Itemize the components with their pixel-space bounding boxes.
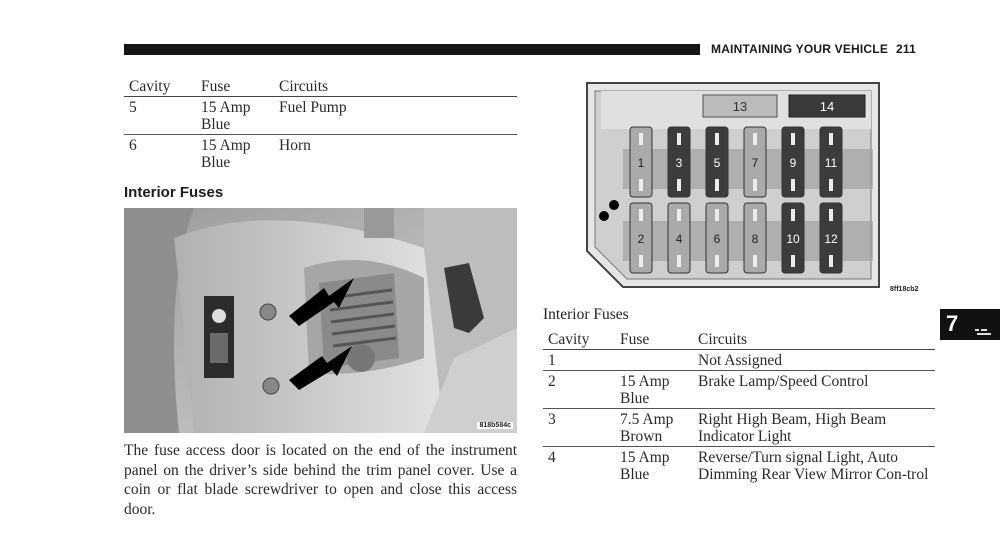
cell-circuits: Right High Beam, High Beam Indicator Lig… xyxy=(698,408,935,447)
section-title: MAINTAINING YOUR VEHICLE xyxy=(711,42,889,56)
cell-cavity: 1 xyxy=(543,349,620,371)
col-circuits: Circuits xyxy=(698,331,935,350)
fuse-label: 12 xyxy=(824,232,838,246)
cell-fuse xyxy=(620,349,698,371)
fuse-label: 6 xyxy=(714,232,721,246)
fuse-label: 7 xyxy=(752,156,759,170)
upper-fuse-row: 1 3 5 7 9 11 xyxy=(629,126,843,198)
col-cavity: Cavity xyxy=(124,78,201,97)
fuse-color: Blue xyxy=(201,154,231,171)
fuse-rating: 15 Amp xyxy=(620,449,670,466)
cell-cavity: 5 xyxy=(124,96,201,135)
table-row: 1 Not Assigned xyxy=(543,349,935,371)
photo-code: 818b584c xyxy=(477,422,513,429)
fuse-blade: 12 xyxy=(819,202,843,274)
body-paragraph: The fuse access door is located on the e… xyxy=(124,442,517,518)
fuse-label: 3 xyxy=(676,156,683,170)
cell-circuits: Not Assigned xyxy=(698,349,935,371)
fuse-color: Brown xyxy=(620,428,663,445)
cell-circuits: Brake Lamp/Speed Control xyxy=(698,370,935,409)
fuse-rating: 7.5 Amp xyxy=(620,411,674,428)
fuse-blade: 3 xyxy=(667,126,691,198)
fuse-blade: 7 xyxy=(743,126,767,198)
col-circuits: Circuits xyxy=(279,78,517,97)
fuse-label: 11 xyxy=(825,156,838,170)
fuse-label: 5 xyxy=(714,156,721,170)
cell-cavity: 3 xyxy=(543,408,620,447)
fuse-label: 10 xyxy=(786,232,800,246)
fuse-table-interior: Cavity Fuse Circuits 1 Not Assigned 2 15… xyxy=(543,331,935,484)
page-number: 211 xyxy=(896,42,916,56)
fuse-label: 2 xyxy=(638,232,645,246)
diagram-code: 8ff18cb2 xyxy=(890,286,919,293)
chapter-tab: 7 xyxy=(940,309,1000,340)
cell-cavity: 4 xyxy=(548,449,556,466)
fuse-color: Blue xyxy=(201,116,231,133)
fuse-blade: 2 xyxy=(629,202,653,274)
col-fuse: Fuse xyxy=(201,78,279,97)
dashboard-illustration xyxy=(124,208,517,433)
col-cavity: Cavity xyxy=(543,331,620,350)
fuse-label: 13 xyxy=(733,99,747,114)
cell-circuits: Horn xyxy=(279,137,311,154)
table-header-row: Cavity Fuse Circuits xyxy=(543,331,935,350)
lower-fuse-row: 2 4 6 8 10 12 xyxy=(629,202,843,274)
fuse-rating: 15 Amp xyxy=(201,137,251,154)
cell-circuits: Reverse/Turn signal Light, Auto Dimming … xyxy=(698,449,929,483)
fuse-color: Blue xyxy=(620,390,650,407)
fuse-label: 1 xyxy=(638,156,645,170)
fuse-blade: 11 xyxy=(819,126,843,198)
chapter-number: 7 xyxy=(946,311,959,336)
table-header-row: Cavity Fuse Circuits xyxy=(124,78,517,97)
fuse-blade: 5 xyxy=(705,126,729,198)
interior-fuses-caption: Interior Fuses xyxy=(543,306,629,323)
fuse-blade: 9 xyxy=(781,126,805,198)
fuse-blade: 8 xyxy=(743,202,767,274)
fuse-label: 14 xyxy=(820,99,834,114)
header-rule xyxy=(124,44,700,55)
fuse-color: Blue xyxy=(620,466,650,483)
chapter-tab-graphic xyxy=(975,329,991,335)
fuse-rating: 15 Amp xyxy=(620,373,670,390)
fuse-blade: 1 xyxy=(629,126,653,198)
fuse-blade: 10 xyxy=(781,202,805,274)
mounting-dot xyxy=(609,200,619,210)
cell-cavity: 2 xyxy=(543,370,620,409)
cell-cavity: 6 xyxy=(129,137,137,154)
fuse-label: 4 xyxy=(676,232,683,246)
fuse-label: 8 xyxy=(752,232,759,246)
fuse-rating: 15 Amp xyxy=(201,99,251,116)
fuse-blade: 6 xyxy=(705,202,729,274)
col-fuse: Fuse xyxy=(620,331,698,350)
fuse-blade: 4 xyxy=(667,202,691,274)
cell-circuits: Fuel Pump xyxy=(279,96,517,135)
page-header: MAINTAINING YOUR VEHICLE 211 xyxy=(711,42,916,56)
fuse-access-photo: 818b584c xyxy=(124,208,517,433)
mounting-dot xyxy=(599,211,609,221)
fuse-label: 9 xyxy=(790,156,797,170)
interior-fuses-heading: Interior Fuses xyxy=(124,184,224,201)
